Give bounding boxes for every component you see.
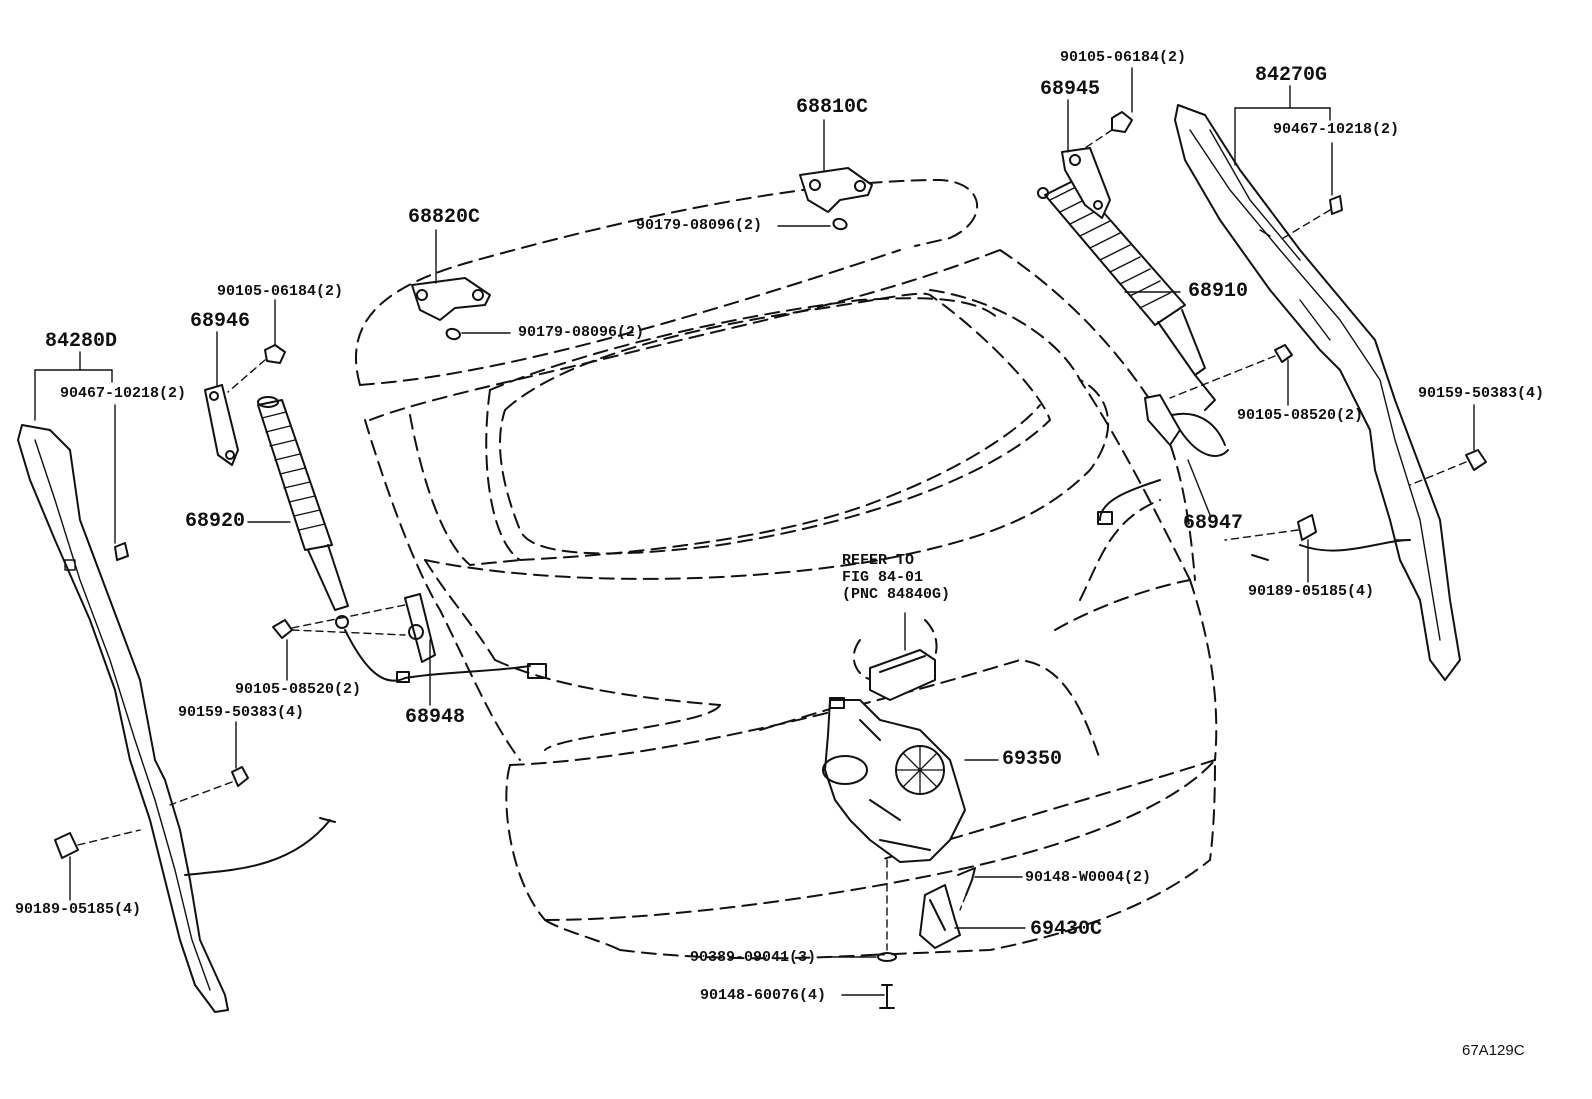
part-label-84270G: 84270G [1255,64,1328,87]
part-label-68945: 68945 [1040,78,1101,101]
part-label-90179-08096-upper: 90179-08096(2) [636,217,763,234]
part-label-90148-60076: 90148-60076(4) [700,987,827,1004]
part-label-68820C: 68820C [408,206,481,229]
callout-leaders [34,67,1475,996]
power-door-motor [822,697,966,863]
part-label-90105-08520-right: 90105-08520(2) [1237,407,1364,424]
part-label-90105-08520-left: 90105-08520(2) [235,681,362,698]
part-label-68810C: 68810C [796,96,869,119]
part-label-68947: 68947 [1183,512,1244,535]
trim-84280D [17,424,336,1013]
part-label-90159-50383-left: 90159-50383(4) [178,704,305,721]
part-label-69350: 69350 [1002,748,1063,771]
part-label-90105-06184-left: 90105-06184(2) [217,283,344,300]
bracket-68947 [1097,394,1229,525]
diagram-code: 67A129C [1462,1042,1525,1059]
part-label-90467-10218-right: 90467-10218(2) [1273,121,1400,138]
dashed-leaders [77,129,1467,951]
bracket-68946 [204,384,239,466]
refer-note-line1: REFER TO [842,552,915,569]
part-label-90189-05185-right: 90189-05185(4) [1248,583,1375,600]
window-outline [499,292,1051,555]
part-label-68910: 68910 [1188,280,1249,303]
hinge-68820C [411,277,491,341]
part-label-90105-06184-right: 90105-06184(2) [1060,49,1187,66]
part-label-68948: 68948 [405,706,466,729]
refer-note: REFER TO FIG 84-01 (PNC 84840G) [842,552,950,603]
part-label-90179-08096-lower: 90179-08096(2) [518,324,645,341]
part-label-68920: 68920 [185,510,246,533]
part-label-68946: 68946 [190,310,251,333]
bracket-68948 [344,593,547,683]
trim-84270G [1174,104,1461,681]
part-label-90467-10218-left: 90467-10218(2) [60,385,187,402]
striker-69430C [919,884,961,949]
part-label-69430C: 69430C [1030,918,1103,941]
latch-switch [869,649,936,701]
part-label-90148-W0004: 90148-W0004(2) [1025,869,1152,886]
part-label-90389-09041: 90389-09041(3) [690,949,817,966]
refer-note-line2: FIG 84-01 [842,569,924,586]
left-gas-strut [257,396,349,629]
refer-note-line3: (PNC 84840G) [842,586,951,603]
part-label-84280D: 84280D [45,330,118,353]
hinge-68810C [799,167,873,231]
part-label-90189-05185-left: 90189-05185(4) [15,901,142,918]
fasteners [54,111,1487,1009]
right-gas-strut [1037,179,1216,411]
part-label-90159-50383-right: 90159-50383(4) [1418,385,1545,402]
bracket-68945 [1061,147,1111,219]
